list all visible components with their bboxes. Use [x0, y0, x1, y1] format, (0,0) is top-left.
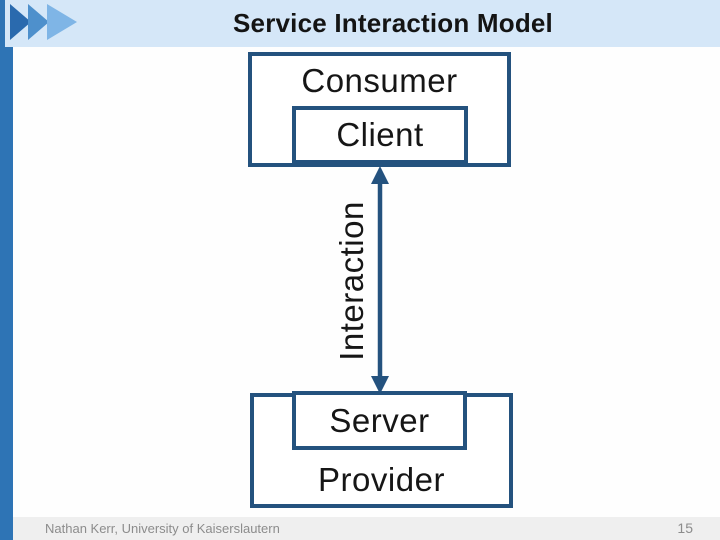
arrow-head-up-icon [371, 166, 389, 184]
chevron-right-icon [10, 4, 77, 40]
arrow-head-down-icon [371, 376, 389, 394]
page-number: 15 [677, 520, 693, 536]
interaction-label: Interaction [333, 201, 370, 361]
footer-band: Nathan Kerr, University of Kaiserslauter… [13, 517, 720, 540]
provider-label: Provider [318, 461, 445, 498]
server-box: Server [292, 391, 467, 450]
footer-author: Nathan Kerr, University of Kaiserslauter… [45, 521, 280, 536]
double-headed-vertical-arrow-icon [371, 166, 389, 394]
left-accent-bar-header [0, 0, 5, 47]
consumer-label: Consumer [301, 62, 458, 99]
chevron-right-icon-mid [28, 4, 49, 40]
page-title: Service Interaction Model [233, 8, 553, 38]
client-box: Client [292, 106, 468, 164]
chevron-right-icon-light [47, 4, 77, 40]
chevron-right-icon-dark [10, 4, 31, 40]
client-label: Client [336, 116, 424, 153]
server-label: Server [329, 402, 430, 439]
left-accent-bar [0, 47, 13, 540]
header-band: Service Interaction Model [0, 0, 720, 47]
